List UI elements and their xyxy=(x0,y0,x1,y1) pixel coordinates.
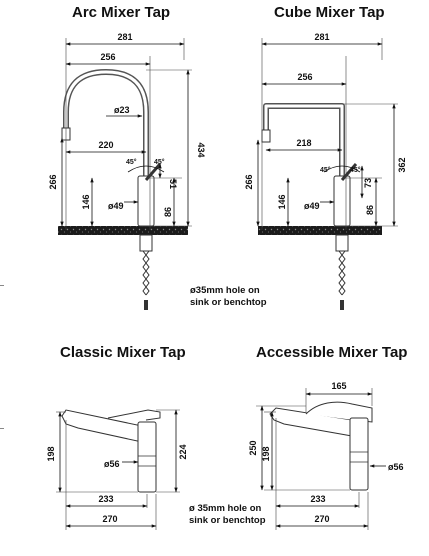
arc-angle-left: 45° xyxy=(126,158,137,166)
classic-length: 270 xyxy=(102,514,117,524)
edge-mark xyxy=(0,285,4,286)
tap-lever xyxy=(340,163,358,181)
cube-reach: 218 xyxy=(296,138,311,148)
accessible-reach: 233 xyxy=(310,494,325,504)
benchtop xyxy=(58,226,188,235)
hole-note-bottom-line2: sink or benchtop xyxy=(189,515,266,526)
classic-title: Classic Mixer Tap xyxy=(60,344,186,361)
tap-body xyxy=(137,421,157,493)
accessible-height-outer: 250 xyxy=(248,440,258,455)
arc-height-spout: 266 xyxy=(48,174,58,189)
cube-base-height: 86 xyxy=(365,205,375,215)
classic-height-left: 198 xyxy=(46,446,56,461)
arc-height-body: 146 xyxy=(81,194,91,209)
classic-body-diameter: ø56 xyxy=(104,459,120,469)
arc-width-overall: 281 xyxy=(117,32,132,42)
tap-body xyxy=(333,175,351,227)
cube-angle-left: 45° xyxy=(320,166,331,174)
tap-lever xyxy=(144,163,162,181)
classic-tap-drawing: 198 224 ø56 233 270 xyxy=(46,409,188,530)
cube-height-body: 146 xyxy=(277,194,287,209)
tap-lever xyxy=(305,401,373,423)
classic-reach: 233 xyxy=(98,494,113,504)
arc-spout-diameter: ø23 xyxy=(114,105,130,115)
accessible-tap-drawing: 165 250 198 ø56 233 270 xyxy=(248,381,404,530)
cube-angle-right: 45° xyxy=(350,166,361,174)
hole-note-top: ø35mm hole on sink or benchtop xyxy=(190,285,267,309)
tap-body xyxy=(349,417,369,491)
arc-angle-right: 45° xyxy=(154,158,165,166)
arc-title: Arc Mixer Tap xyxy=(72,4,171,21)
arc-base-height: 86 xyxy=(163,207,173,217)
classic-height-right: 224 xyxy=(178,444,188,459)
hole-note-bottom: ø 35mm hole on sink or benchtop xyxy=(189,503,266,527)
accessible-lever-length: 165 xyxy=(331,381,346,391)
edge-mark xyxy=(0,428,4,429)
cube-body-diameter: ø49 xyxy=(304,201,320,211)
cube-height-overall: 362 xyxy=(397,157,407,172)
accessible-title: Accessible Mixer Tap xyxy=(256,344,408,361)
cube-tap-drawing: 281 256 218 45° 45° 362 73 266 146 ø49 8… xyxy=(244,32,407,310)
cube-width-overall: 281 xyxy=(314,32,329,42)
cube-title: Cube Mixer Tap xyxy=(274,4,385,21)
hole-note-bottom-line1: ø 35mm hole on xyxy=(189,503,262,514)
cube-handle-height: 73 xyxy=(363,178,373,188)
arc-tap-drawing: 281 256 ø23 220 45° 45° 434 51 266 146 ø… xyxy=(48,32,206,310)
arc-body-diameter: ø49 xyxy=(108,201,124,211)
arc-handle-height: 51 xyxy=(168,179,178,189)
cube-height-spout: 266 xyxy=(244,174,254,189)
tap-body xyxy=(137,175,155,227)
accessible-body-diameter: ø56 xyxy=(388,462,404,472)
cube-width-spout: 256 xyxy=(297,72,312,82)
accessible-height-inner: 198 xyxy=(261,446,271,461)
accessible-length: 270 xyxy=(314,514,329,524)
benchtop xyxy=(258,226,382,235)
arc-width-spout: 256 xyxy=(100,52,115,62)
arc-height-overall: 434 xyxy=(196,142,206,157)
tap-lever xyxy=(107,409,161,421)
hole-note-top-line1: ø35mm hole on xyxy=(190,285,260,296)
hole-note-top-line2: sink or benchtop xyxy=(190,297,267,308)
arc-reach: 220 xyxy=(98,140,113,150)
